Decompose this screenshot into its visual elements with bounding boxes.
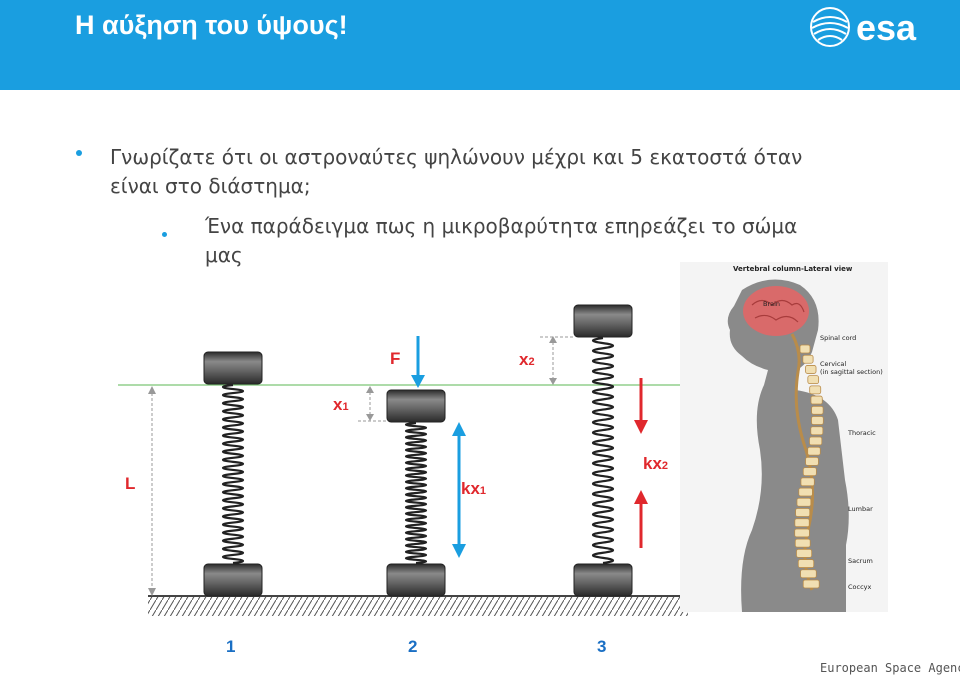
vertebra: [800, 569, 817, 579]
sub-bullet: Ένα παράδειγμα πως η μικροβαρύτητα επηρε…: [205, 214, 798, 267]
vertebra: [809, 385, 822, 395]
spring-number-3: 3: [597, 637, 606, 656]
vertebra: [799, 344, 811, 354]
kx2-label: kx: [643, 454, 662, 473]
vertebra: [810, 395, 823, 405]
vertebra: [810, 426, 824, 436]
spring-3: [573, 304, 633, 597]
spine-title: Vertebral column-Lateral view: [733, 265, 853, 273]
kx1-arrow: [452, 422, 466, 558]
vertebra: [797, 559, 815, 568]
bullet-dot: [162, 232, 167, 237]
force-label: F: [390, 349, 400, 368]
vertebra: [800, 477, 815, 487]
vertebra: [794, 518, 810, 528]
x1-label: x: [333, 395, 343, 414]
vertebra: [809, 436, 823, 446]
spine-label-thoracic: Thoracic: [848, 429, 876, 437]
spine-label-lumbar: Lumbar: [848, 505, 873, 513]
spine-label-sacrum: Sacrum: [848, 557, 873, 565]
header-bar: Η αύξηση του ύψους! esa: [0, 0, 960, 90]
x1-subscript: 1: [342, 401, 348, 413]
spine-label-coccyx: Coccyx: [848, 583, 872, 591]
vertebra: [794, 528, 810, 538]
vertebra: [811, 405, 824, 415]
vertebra: [807, 446, 821, 456]
vertebra: [796, 548, 813, 558]
esa-logo-text: esa: [856, 7, 917, 48]
x2-dimension: [540, 336, 573, 385]
esa-logo: esa: [810, 7, 917, 48]
brain: [743, 286, 809, 336]
force-arrow: [411, 336, 425, 388]
kx1-subscript: 1: [480, 485, 486, 497]
kx2-arrow-up: [634, 490, 648, 548]
x2-label: x: [519, 350, 529, 369]
svg-text:x1: x1: [333, 395, 349, 414]
spring-2: [386, 389, 446, 597]
main-bullet: Γνωρίζατε ότι οι αστροναύτες ψηλώνουν μέ…: [110, 145, 803, 198]
vertebra: [807, 375, 820, 385]
spine-label-brain: Brain: [763, 300, 781, 308]
svg-text:kx2: kx2: [643, 454, 668, 473]
spine-label-spinal-cord: Spinal cord: [820, 334, 857, 342]
spine-label-cervical-note: (in sagittal section): [820, 368, 883, 376]
body-silhouette: [727, 279, 849, 612]
kx1-label: kx: [461, 479, 480, 498]
vertebra: [795, 508, 811, 517]
vertebra: [805, 365, 817, 374]
vertebra: [811, 416, 824, 425]
svg-text:x2: x2: [519, 350, 535, 369]
vertebra: [805, 456, 819, 466]
page-title: Η αύξηση του ύψους!: [75, 10, 348, 40]
kx2-arrow-down: [634, 378, 648, 434]
vertebra: [802, 579, 820, 589]
vertebra: [798, 487, 813, 497]
x1-dimension: [358, 386, 386, 422]
bullet-dot: [76, 150, 82, 156]
svg-text:kx1: kx1: [461, 479, 486, 498]
spine-illustration: [680, 262, 888, 612]
kx2-subscript: 2: [662, 460, 668, 472]
spring-number-1: 1: [226, 637, 235, 656]
spine-label-cervical: Cervical: [820, 360, 847, 368]
vertebra: [802, 467, 817, 477]
vertebra: [794, 538, 811, 548]
esa-globe-icon: [810, 7, 850, 47]
ground: [148, 596, 688, 616]
length-label: L: [125, 474, 135, 493]
spring-1: [203, 351, 263, 597]
vertebra: [802, 354, 814, 364]
vertebra: [796, 497, 812, 507]
x2-subscript: 2: [528, 356, 534, 368]
spring-number-2: 2: [408, 637, 417, 656]
footer-org: European Space Agency: [820, 661, 960, 675]
